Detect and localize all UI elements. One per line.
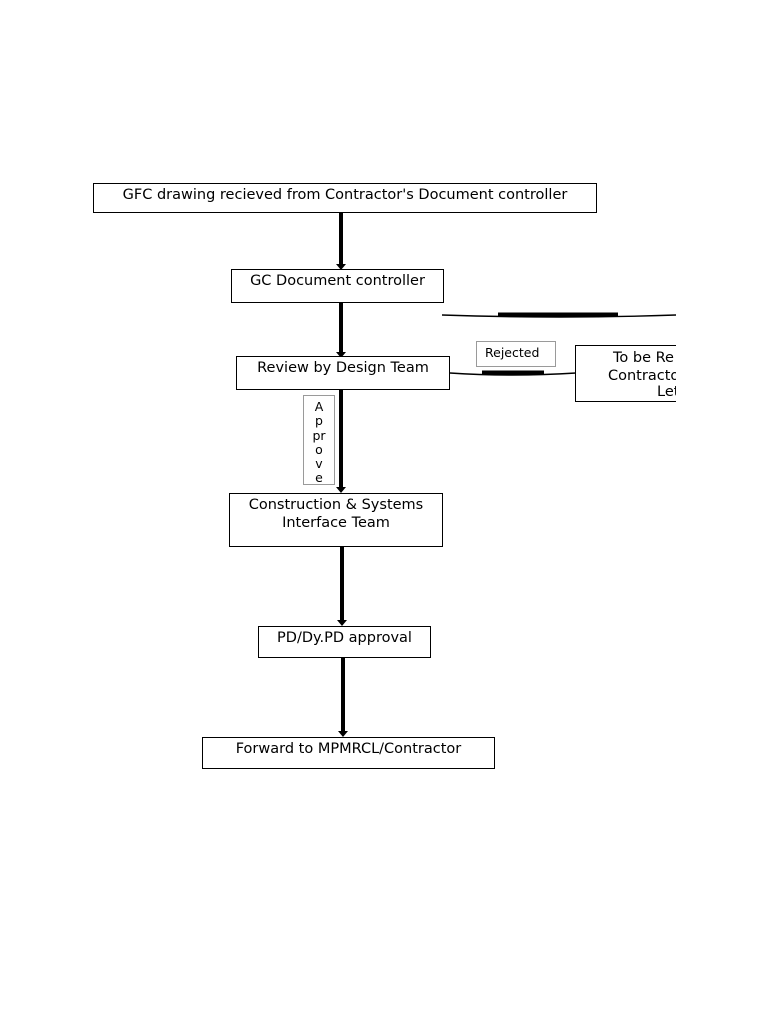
arrow-gfc-to-gc <box>336 213 346 270</box>
node-construction-line1: Construction & Systems <box>248 497 424 513</box>
node-gc-doc-controller-text: GC Document controller <box>250 273 425 289</box>
rejected-connector-curve <box>449 372 577 376</box>
approved-char: p <box>315 413 323 429</box>
node-gfc-received: GFC drawing recieved from Contractor's D… <box>93 183 597 213</box>
node-construction-interface: Construction & Systems Interface Team <box>229 493 443 547</box>
node-returned-line3: Let <box>657 384 680 400</box>
node-pd-approval-text: PD/Dy.PD approval <box>277 630 412 646</box>
approved-char: pr <box>312 427 326 443</box>
arrow-pd-to-forward <box>338 658 348 737</box>
node-review-design: Review by Design Team <box>236 356 450 390</box>
page-edge-mask <box>676 300 768 420</box>
node-returned: To be Re Contracto Let <box>575 345 685 402</box>
approved-char: o <box>315 441 323 457</box>
node-gc-doc-controller: GC Document controller <box>231 269 444 303</box>
node-review-design-text: Review by Design Team <box>257 360 429 376</box>
label-approved: A p pr o v e d <box>303 395 335 485</box>
approved-char: e <box>315 470 323 485</box>
approved-char: A <box>314 399 324 414</box>
node-forward-text: Forward to MPMRCL/Contractor <box>235 741 462 757</box>
node-construction-line2: Interface Team <box>282 515 390 531</box>
label-rejected: Rejected <box>476 341 556 367</box>
approved-char: v <box>315 456 323 472</box>
node-returned-line1: To be Re <box>613 350 674 366</box>
node-gfc-received-text: GFC drawing recieved from Contractor's D… <box>122 187 568 203</box>
top-branch-bar <box>498 312 618 317</box>
rejected-connector-bar <box>482 370 544 375</box>
node-pd-approval: PD/Dy.PD approval <box>258 626 431 658</box>
arrow-review-to-construction <box>336 390 346 493</box>
top-branch-curve <box>441 314 677 318</box>
node-forward: Forward to MPMRCL/Contractor <box>202 737 495 769</box>
label-rejected-text: Rejected <box>485 345 540 360</box>
node-returned-line2: Contracto <box>608 368 680 384</box>
arrow-gc-to-review <box>336 303 346 358</box>
arrow-construction-to-pd <box>337 547 347 626</box>
